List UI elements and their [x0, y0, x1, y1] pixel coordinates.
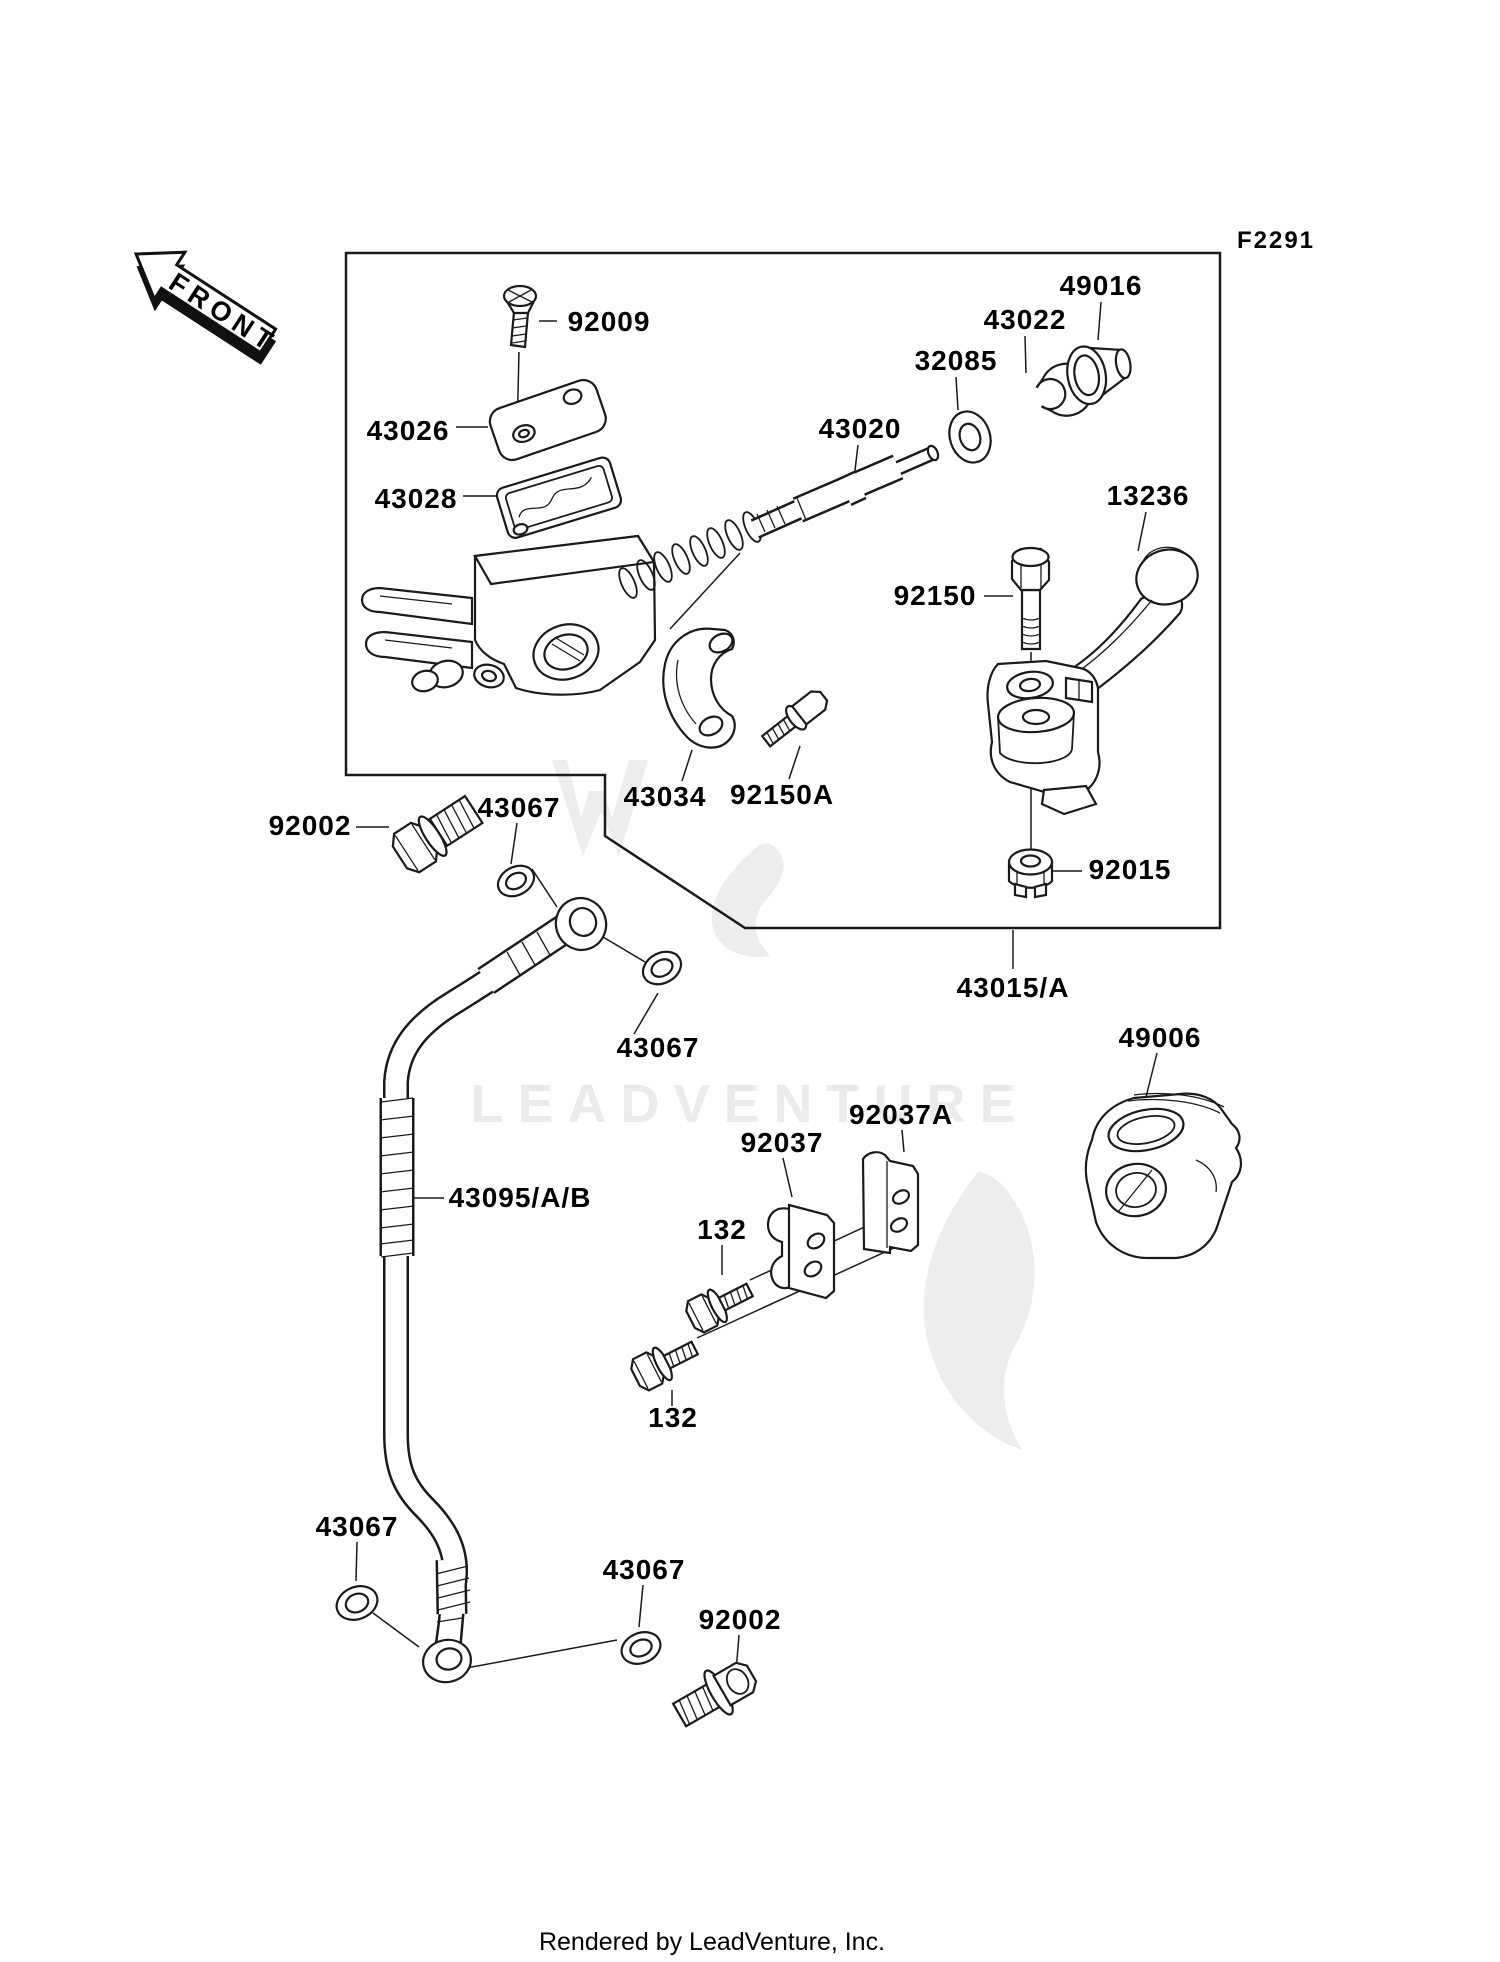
watermark-text: LEADVENTURE [470, 1074, 1029, 1134]
washer-43067-4 [620, 1631, 662, 1665]
part-label-132-lower: 132 [648, 1402, 698, 1433]
washer-43067-2 [641, 950, 683, 986]
part-label-92009: 92009 [568, 306, 651, 337]
part-label-43015a: 43015/A [957, 972, 1070, 1003]
part-label-32085: 32085 [915, 345, 998, 376]
part-labels: 92009 43026 43028 43020 32085 43022 4901… [269, 270, 1202, 1635]
watermark-flame-small [711, 843, 784, 958]
dust-cover-49016 [1066, 345, 1132, 406]
lever-holder [986, 659, 1101, 816]
part-label-43028: 43028 [375, 483, 458, 514]
reservoir-screw-92009 [502, 284, 538, 349]
clamp-bolt-92150a [760, 690, 829, 748]
bolt-132-lower [630, 1340, 700, 1392]
figure-code: F2291 [1237, 227, 1315, 254]
master-cylinder-body [360, 534, 657, 696]
reservoir-cap-43026 [488, 378, 607, 462]
bolt-132-upper [685, 1282, 755, 1334]
washer-32085 [948, 410, 992, 464]
watermark-logo [552, 760, 648, 856]
part-label-92150a: 92150A [730, 779, 834, 810]
part-label-43026: 43026 [367, 415, 450, 446]
part-label-43022: 43022 [984, 304, 1067, 335]
banjo-joint-upper [554, 897, 608, 951]
detail-box-outline [344, 251, 1222, 930]
hose-clamp-92037 [766, 1203, 836, 1300]
hose-clamp-92037a [861, 1151, 920, 1255]
banjo-bolt-92002-lower [671, 1661, 758, 1728]
part-label-49016: 49016 [1060, 270, 1143, 301]
brake-hose-43095 [379, 914, 576, 1655]
part-label-132-upper: 132 [697, 1214, 747, 1245]
part-label-43095ab: 43095/A/B [449, 1182, 592, 1213]
washer-43067-1 [496, 864, 536, 898]
part-label-43067-3: 43067 [316, 1511, 399, 1542]
part-label-43067-2: 43067 [617, 1032, 700, 1063]
part-label-43067-4: 43067 [603, 1554, 686, 1585]
locknut-92015 [1007, 848, 1054, 899]
diaphragm-plate-43028 [495, 456, 623, 539]
watermark: LEADVENTURE [470, 760, 1035, 1450]
part-label-92150: 92150 [894, 580, 977, 611]
part-label-92002-upper: 92002 [269, 810, 352, 841]
part-label-13236: 13236 [1107, 480, 1190, 511]
banjo-joint-lower [422, 1638, 472, 1684]
pivot-bolt-92150 [1010, 546, 1051, 651]
front-arrow: FRONT [133, 250, 283, 365]
part-label-49006: 49006 [1119, 1022, 1202, 1053]
hose-guide-49006 [1084, 1092, 1242, 1260]
washer-43067-3 [335, 1585, 379, 1621]
footer-credit: Rendered by LeadVenture, Inc. [539, 1928, 885, 1956]
part-label-92002-lower: 92002 [699, 1604, 782, 1635]
handlebar-clamp-43034 [662, 627, 736, 749]
watermark-flame-large [923, 1172, 1035, 1450]
part-label-92037: 92037 [741, 1127, 824, 1158]
front-arrow-body [133, 250, 278, 355]
part-label-92015: 92015 [1089, 854, 1172, 885]
part-label-43067-1: 43067 [478, 792, 561, 823]
part-label-43034: 43034 [624, 781, 707, 812]
part-label-43020: 43020 [819, 413, 902, 444]
piston-assembly-43020 [618, 444, 940, 599]
part-label-92037a: 92037A [849, 1099, 953, 1130]
banjo-bolt-92002-upper [391, 794, 484, 874]
